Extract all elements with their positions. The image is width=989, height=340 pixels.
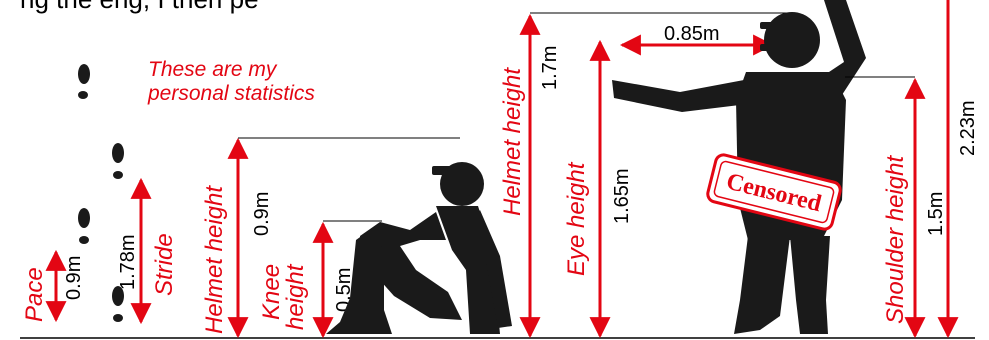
eye-value: 1.65m [611, 168, 633, 224]
footprint-icon [112, 286, 124, 322]
shoulder-label: Shoulder height [882, 155, 909, 324]
sit-helmet-label: Helmet height [201, 185, 228, 334]
pace-label: Pace [21, 267, 48, 322]
sit-helmet-value: 0.9m [251, 192, 273, 236]
note-line-2: personal statistics [147, 82, 315, 105]
stride-label: Stride [151, 233, 178, 296]
eye-label: Eye height [563, 161, 590, 276]
stand-helmet-value: 1.7m [539, 46, 561, 90]
note-line-1: These are my [148, 58, 278, 81]
knee-label-1: Knee [258, 264, 285, 320]
reach-value: 2.23m [957, 100, 979, 156]
footprint-icon [78, 208, 90, 244]
knee-label-2: height [282, 263, 309, 330]
stand-helmet-label: Helmet height [499, 67, 526, 216]
stride-value: 1.78m [117, 234, 139, 290]
arm-value: 0.85m [664, 23, 720, 45]
shoulder-value: 1.5m [925, 192, 947, 236]
seated-figure [326, 162, 512, 334]
headline-fragment: ng the eng, I then pe [20, 0, 259, 14]
footprint-icon [112, 143, 124, 179]
pace-value: 0.9m [63, 256, 85, 300]
footprint-icon [78, 64, 90, 99]
